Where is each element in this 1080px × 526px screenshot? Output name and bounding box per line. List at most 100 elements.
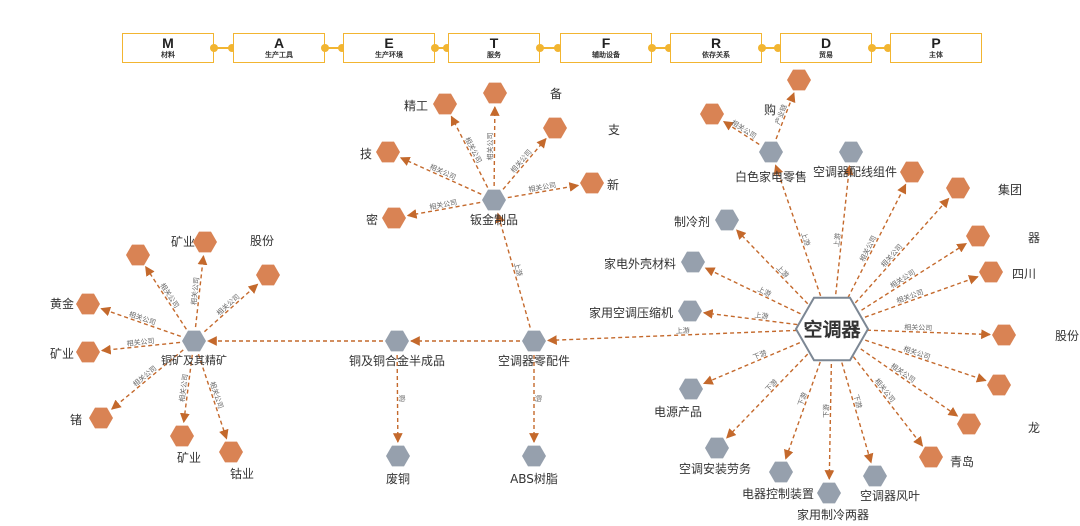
- category-name: 生产环境: [375, 51, 403, 59]
- connector-dot: [321, 44, 329, 52]
- edge-label: 相关公司: [485, 132, 494, 160]
- product-node[interactable]: [715, 209, 739, 231]
- edge-label: 相关公司: [126, 336, 155, 348]
- relation-edge: [840, 339, 924, 447]
- category-name: 贸易: [819, 51, 833, 59]
- company-node[interactable]: [76, 341, 100, 363]
- company-node[interactable]: [919, 446, 943, 468]
- company-node[interactable]: [170, 425, 194, 447]
- relation-edge: [547, 328, 819, 345]
- company-node[interactable]: [483, 82, 507, 104]
- product-node[interactable]: [385, 330, 409, 352]
- connector-line: [874, 47, 888, 49]
- center-node-label: 空调器: [803, 318, 861, 341]
- relation-edge: [722, 120, 760, 146]
- company-label: 股份: [1055, 329, 1079, 343]
- edge-label: 相关公司: [428, 162, 457, 182]
- edge-label: 下游: [852, 393, 865, 409]
- edge-label: 上游: [832, 233, 842, 248]
- product-node[interactable]: [482, 189, 506, 211]
- product-node[interactable]: [681, 251, 705, 273]
- edge-label: 上游: [754, 310, 769, 321]
- edge-label: 上游: [756, 284, 773, 298]
- product-node[interactable]: [679, 378, 703, 400]
- company-label: 青岛: [950, 454, 974, 469]
- company-node[interactable]: [382, 207, 406, 229]
- product-node[interactable]: [386, 445, 410, 467]
- company-label: 购: [764, 102, 776, 117]
- company-node[interactable]: [987, 374, 1011, 396]
- node-label: 电源产品: [654, 405, 702, 419]
- connector-dot: [228, 44, 236, 52]
- relation-edge: [702, 333, 820, 385]
- category-t-button[interactable]: T 服务: [448, 33, 540, 63]
- edge-label: 相关公司: [895, 287, 924, 305]
- company-node[interactable]: [957, 413, 981, 435]
- edge-label: 相关公司: [889, 361, 917, 384]
- relation-edge: [111, 349, 184, 410]
- category-m-button[interactable]: M 材料: [122, 33, 214, 63]
- company-node[interactable]: [376, 141, 400, 163]
- relation-edge: [775, 92, 796, 140]
- company-label: 钴业: [230, 466, 254, 481]
- relation-edge: [824, 342, 835, 480]
- company-node[interactable]: [900, 161, 924, 183]
- category-p-button[interactable]: P 主体: [890, 33, 982, 63]
- category-f-button[interactable]: F 辅助设备: [560, 33, 652, 63]
- connector-dot: [774, 44, 782, 52]
- product-node[interactable]: [522, 445, 546, 467]
- company-node[interactable]: [219, 441, 243, 463]
- center-node[interactable]: [794, 296, 870, 362]
- company-label: 集团: [998, 182, 1022, 197]
- relation-edge: [845, 332, 987, 383]
- product-node[interactable]: [522, 330, 546, 352]
- company-node[interactable]: [193, 231, 217, 253]
- edge-label: 相关公司: [888, 267, 916, 290]
- company-node[interactable]: [433, 93, 457, 115]
- category-r-button[interactable]: R 依存关系: [670, 33, 762, 63]
- company-label: 技: [360, 147, 372, 161]
- edge-label: 相关公司: [873, 376, 897, 404]
- node-label: 空调器风叶: [860, 489, 920, 503]
- node-label: ABS树脂: [510, 471, 558, 486]
- company-node[interactable]: [89, 407, 113, 429]
- relation-edge: [406, 201, 481, 219]
- company-node[interactable]: [543, 117, 567, 139]
- company-label: 精工: [404, 99, 428, 113]
- product-node[interactable]: [182, 330, 206, 352]
- category-e-button[interactable]: E 生产环境: [343, 33, 435, 63]
- category-code: P: [931, 35, 941, 51]
- relation-edge: [197, 354, 229, 440]
- connector-dot: [868, 44, 876, 52]
- category-name: 材料: [161, 51, 175, 59]
- product-node[interactable]: [678, 300, 702, 322]
- company-label: 支: [608, 123, 620, 137]
- company-label: 器: [1028, 231, 1040, 245]
- product-node[interactable]: [759, 141, 783, 163]
- company-node[interactable]: [946, 177, 970, 199]
- category-name: 服务: [487, 51, 501, 59]
- relation-edge: [773, 164, 829, 316]
- company-node[interactable]: [992, 324, 1016, 346]
- node-label-layer: 空调器白色家电零售空调器配线组件制冷剂家电外壳材料家用空调压缩机空调器零配件铜及…: [50, 87, 1079, 522]
- category-a-button[interactable]: A 生产工具: [233, 33, 325, 63]
- category-d-button[interactable]: D 贸易: [780, 33, 872, 63]
- connector-dot: [884, 44, 892, 52]
- product-node[interactable]: [817, 482, 841, 504]
- company-node[interactable]: [256, 264, 280, 286]
- company-node[interactable]: [580, 172, 604, 194]
- product-node[interactable]: [769, 461, 793, 483]
- company-node[interactable]: [966, 225, 990, 247]
- company-node[interactable]: [979, 261, 1003, 283]
- category-name: 依存关系: [702, 51, 730, 59]
- edge-label: 相关公司: [158, 281, 181, 309]
- company-node[interactable]: [126, 244, 150, 266]
- company-node[interactable]: [700, 103, 724, 125]
- product-node[interactable]: [863, 465, 887, 487]
- product-node[interactable]: [839, 141, 863, 163]
- company-node[interactable]: [787, 69, 811, 91]
- company-node[interactable]: [76, 293, 100, 315]
- relation-edge: [843, 242, 968, 323]
- product-node[interactable]: [705, 437, 729, 459]
